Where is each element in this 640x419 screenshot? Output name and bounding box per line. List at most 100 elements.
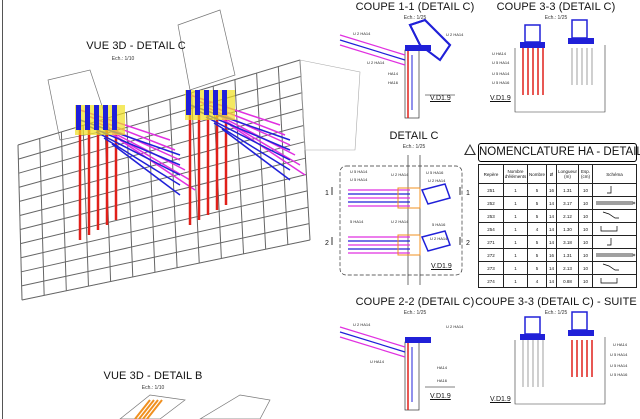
- table-cell: 5: [527, 261, 547, 275]
- table-cell: 1: [503, 248, 528, 262]
- table-cell: 1: [503, 222, 528, 236]
- coupe33-level: V.D1.9: [490, 95, 511, 102]
- column-header: Repère: [478, 164, 504, 184]
- horizontal-rebar: [21, 206, 309, 273]
- table-cell: 10: [578, 196, 593, 210]
- blue-stirrup: [85, 105, 90, 130]
- coupe22-level: V.D1.9: [430, 393, 451, 400]
- blue-plate: [568, 38, 594, 44]
- blue-stirrup: [195, 90, 200, 115]
- blue-stirrup: [204, 90, 209, 115]
- detailc-label: U 2 HA14: [391, 219, 409, 224]
- coupe33-title: COUPE 3-3 (DETAIL C): [496, 1, 616, 13]
- coupe22-label: U 2 HA14: [353, 322, 371, 327]
- concrete-block: [177, 9, 236, 91]
- vertical-rebar: [17, 144, 23, 301]
- table-cell: 16: [546, 183, 557, 197]
- yellow-plate: [185, 90, 235, 120]
- horizontal-rebar: [20, 157, 306, 231]
- coupe33s-label: U 5 HA16: [610, 372, 628, 377]
- blue-stirrup: [222, 90, 227, 115]
- orange-rebar: [134, 399, 151, 419]
- table-cell: 1: [503, 196, 528, 210]
- table-cell: 5: [527, 248, 547, 262]
- column-header: Ø: [546, 164, 557, 184]
- detailc-label: U 2 HA14: [428, 178, 446, 183]
- nomenclature-title: NOMENCLATURE HA - DETAIL C: [478, 143, 640, 162]
- coupe33s-label: U HA14: [613, 342, 628, 347]
- concrete-block: [299, 59, 361, 151]
- coupe11-level: V.D1.9: [430, 95, 451, 102]
- blue-stirrup: [186, 90, 191, 115]
- section-mark-1-right: 1: [466, 190, 470, 197]
- table-cell: 10: [578, 261, 593, 275]
- table-cell: 252: [478, 196, 504, 210]
- coupe11-label: U 2 HA14: [353, 31, 371, 36]
- bar-schema-icon: [592, 235, 637, 249]
- table-cell: 274: [478, 274, 504, 288]
- horizontal-rebar: [21, 239, 311, 301]
- coupe33s-label: U 5 HA14: [610, 352, 628, 357]
- blue-plate: [405, 337, 431, 343]
- column-header: Longueur (m): [556, 164, 579, 184]
- vertical-rebar: [147, 105, 156, 273]
- bar-schema-icon: [592, 196, 637, 210]
- bar-schema-icon: [592, 248, 637, 262]
- column-header: Nombre d'éléments: [503, 164, 528, 184]
- horizontal-rebar: [17, 59, 301, 146]
- coupe22-label: HA16: [437, 378, 448, 383]
- detailc-level: V.D1.9: [431, 263, 452, 270]
- table-cell: 1: [503, 274, 528, 288]
- blue-rebar: [213, 122, 291, 171]
- horizontal-rebar: [18, 92, 302, 174]
- detailc-title: DETAIL C: [389, 130, 439, 142]
- magenta-rebar: [339, 326, 406, 348]
- table-cell: 253: [478, 209, 504, 223]
- blue-rebar: [95, 131, 181, 176]
- column-header: Esp. (cm): [578, 164, 593, 184]
- bar-schema-icon: [592, 261, 637, 275]
- stirrup: [397, 234, 421, 256]
- coupe11-label: U 2 HA14: [446, 32, 464, 37]
- section-mark-2-left: 2: [325, 240, 329, 247]
- vertical-rebar: [39, 138, 45, 296]
- detailc-label: U 2 HA14: [391, 172, 409, 177]
- table-cell: 4: [527, 222, 547, 236]
- magenta-rebar: [339, 44, 406, 66]
- steel-bracket: [524, 24, 541, 43]
- vertical-rebar: [169, 99, 178, 268]
- blue-plate: [520, 334, 545, 340]
- table-cell: 2.12: [556, 209, 579, 223]
- coupe33-scale: Ech.: 1/25: [544, 15, 568, 21]
- coupe33s-label: U 5 HA14: [610, 363, 628, 368]
- bar-schema-icon: [592, 183, 637, 197]
- column-header: Schéma: [592, 164, 637, 184]
- coupe22-label: U HA14: [370, 359, 385, 364]
- coupe11-label: HA14: [388, 71, 399, 76]
- table-cell: 10: [578, 222, 593, 236]
- table-cell: 1: [503, 183, 528, 197]
- table-cell: 10: [578, 209, 593, 223]
- horizontal-rebar: [19, 141, 305, 216]
- column-header: Nombre: [527, 164, 547, 184]
- orange-rebar: [142, 399, 159, 419]
- stirrup: [397, 187, 421, 209]
- table-cell: 3.18: [556, 235, 579, 249]
- steel-bracket: [408, 18, 452, 62]
- magenta-rebar: [119, 139, 196, 191]
- magenta-rebar: [339, 34, 406, 56]
- detailc-label: U 2 HA14: [430, 236, 448, 241]
- detailc-scale: Ech.: 1/25: [402, 144, 426, 150]
- coupe33s-level: V.D1.9: [490, 396, 511, 403]
- horizontal-rebar: [21, 223, 310, 287]
- detailc-label: U 5 HA14: [350, 177, 368, 182]
- table-cell: 14: [546, 235, 557, 249]
- table-cell: 273: [478, 261, 504, 275]
